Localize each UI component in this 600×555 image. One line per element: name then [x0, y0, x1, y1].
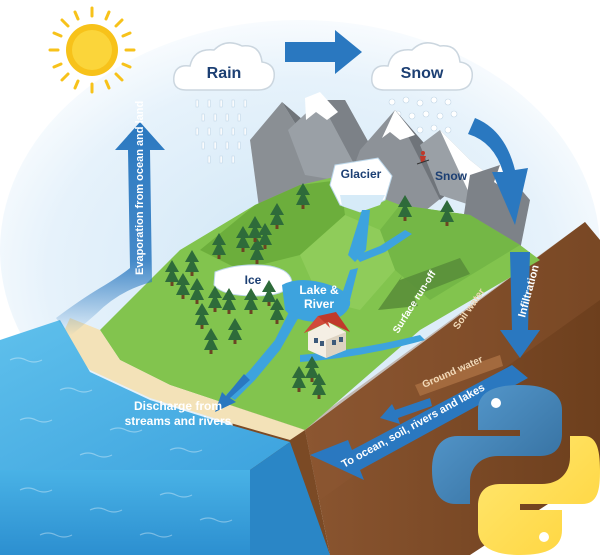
trees — [165, 183, 454, 399]
lake-river-label-line2: River — [304, 297, 334, 311]
rain-label: Rain — [207, 65, 242, 82]
ice-label: Ice — [245, 273, 262, 287]
discharge-label-line2: streams and rivers — [125, 414, 232, 428]
rain-drops — [195, 99, 247, 164]
evaporation-label: Evaporation from ocean and land — [134, 101, 146, 275]
sun-icon — [48, 6, 136, 94]
infiltration-arrow — [500, 252, 540, 358]
discharge-arrow — [215, 374, 250, 412]
ocean-front — [0, 470, 250, 555]
evaporation-arrow — [56, 122, 165, 336]
snow-cloud-icon — [371, 42, 473, 91]
ground-flow-arrow — [380, 398, 432, 424]
glacier — [329, 157, 393, 213]
ocean-top — [0, 320, 290, 470]
snow-cloud-label: Snow — [401, 65, 444, 82]
snow-melt-arrow — [468, 118, 528, 225]
to-ocean-arrow — [310, 365, 528, 480]
surface-runoff-arrow — [378, 258, 470, 310]
sky-flow-arrow — [285, 30, 362, 74]
beach — [60, 318, 305, 440]
python-logo-icon — [432, 385, 600, 555]
rain-cloud-icon — [173, 42, 275, 91]
ocean-waves — [9, 357, 233, 538]
discharge-label-line1: Discharge from — [134, 399, 222, 413]
ground-water-arrow — [415, 355, 503, 396]
glacier-label: Glacier — [341, 167, 382, 181]
skier-icon — [416, 151, 430, 165]
snow-peak-label: Snow — [435, 169, 468, 183]
house-icon — [304, 312, 350, 358]
lake-river-label-line1: Lake & — [299, 283, 339, 297]
